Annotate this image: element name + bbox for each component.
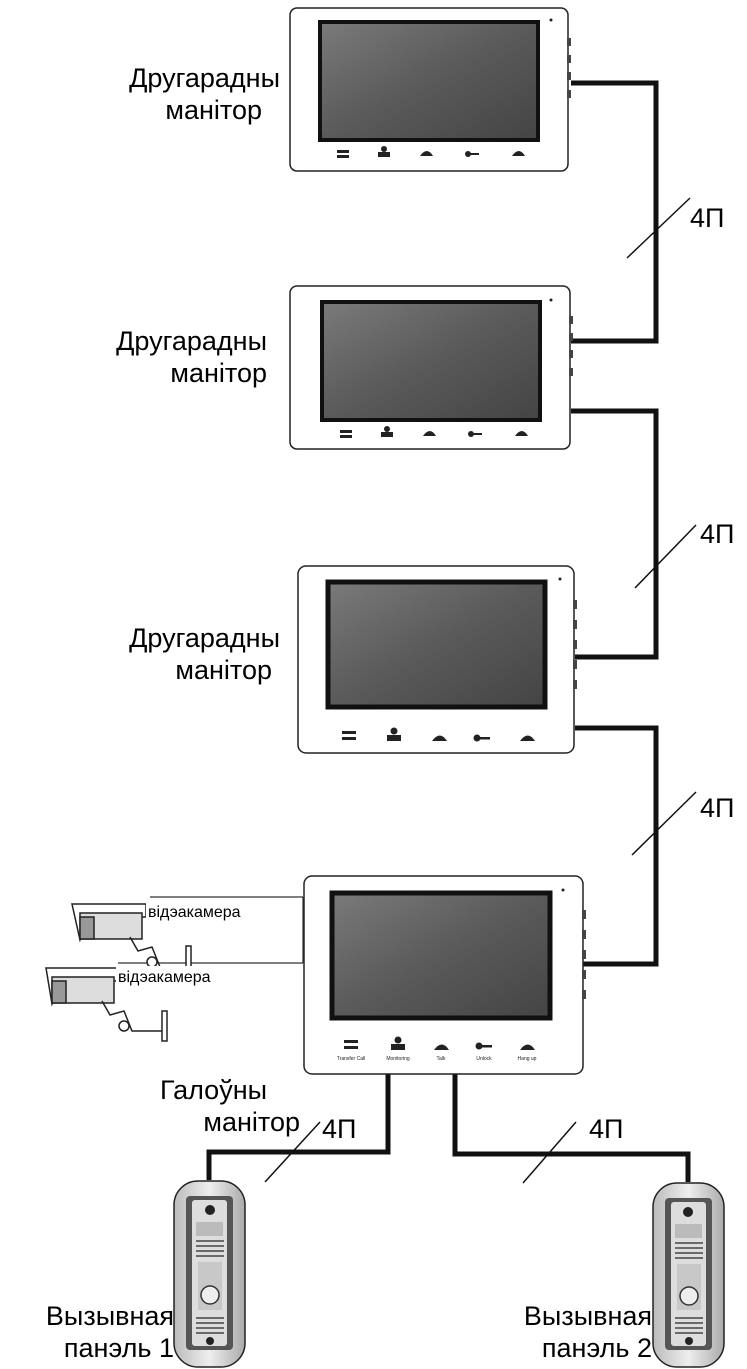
camera-2 <box>45 967 168 1042</box>
cable-mark-3 <box>631 791 697 856</box>
monitor-1-buttons <box>337 146 525 158</box>
cable-label-3: 4П <box>700 793 735 823</box>
main-monitor-screen <box>329 890 553 1021</box>
monitor-1-side-buttons <box>567 38 571 98</box>
main-monitor-btn-monitoring: Monitoring <box>386 1056 410 1062</box>
monitor-2-led <box>549 298 553 302</box>
camera-2-label: відэакамера <box>116 966 213 990</box>
cable-label-1: 4П <box>690 203 725 233</box>
monitor-1-label: Другарадны манітор <box>60 62 280 126</box>
cable-marks <box>264 197 697 1184</box>
main-monitor-btn-transfer: Transfer Call <box>337 1056 365 1062</box>
cable-mark-4 <box>264 1121 321 1183</box>
monitor-1-label-line1: Другарадны <box>129 63 280 93</box>
monitor-3 <box>297 565 577 754</box>
panel-2-label-line1: Вызывная <box>523 1301 652 1331</box>
cables <box>206 80 691 1182</box>
monitor-3-label-line1: Другарадны <box>129 623 280 653</box>
monitor-1-led <box>549 18 553 22</box>
cable-2-3 <box>571 408 659 660</box>
main-monitor-label: Галоўны манітор <box>150 1074 300 1138</box>
main-monitor-btn-unlock: Unlock <box>476 1056 492 1062</box>
cable-1-2 <box>571 80 659 344</box>
main-monitor-btn-talk: Talk <box>437 1056 446 1062</box>
monitor-2-label-line2: манітор <box>170 358 267 388</box>
monitor-1-label-line2: манітор <box>165 95 262 125</box>
panel-2-lens <box>683 1207 693 1217</box>
monitor-1 <box>289 7 571 172</box>
panel-1-label-line2: панэль 1 <box>63 1333 174 1363</box>
main-monitor: Transfer Call Monitoring Talk Unlock Han… <box>303 875 586 1075</box>
panel-1-call-button <box>200 1285 220 1305</box>
camera-2-mount <box>101 1000 164 1032</box>
panel-2-label: Вызывная панэль 2 <box>474 1300 652 1364</box>
main-monitor-label-line2: манітор <box>203 1107 300 1137</box>
monitor-2-side-buttons <box>569 316 573 376</box>
camera-1-label: відэакамера <box>146 901 243 925</box>
panel-1-label: Вызывная панэль 1 <box>0 1300 174 1364</box>
cable-3-main <box>575 725 659 967</box>
main-monitor-buttons <box>344 1036 535 1050</box>
call-panel-1 <box>173 1180 246 1368</box>
cable-main-panel2 <box>452 1074 691 1182</box>
monitor-3-buttons <box>342 727 535 742</box>
cable-mark-2 <box>634 524 697 589</box>
cable-mark-1 <box>626 197 691 259</box>
cable-main-panel1 <box>206 1074 391 1180</box>
monitor-2-label-line1: Другарадны <box>116 326 267 356</box>
monitor-1-screen <box>318 20 540 142</box>
call-panel-2 <box>652 1182 725 1368</box>
panel-1-lens <box>205 1205 215 1215</box>
cable-label-2: 4П <box>700 519 735 549</box>
cable-label-4: 4П <box>322 1114 357 1144</box>
monitor-2-screen <box>320 300 542 422</box>
cable-mark-5 <box>522 1121 577 1184</box>
monitor-2 <box>289 285 573 450</box>
main-monitor-btn-hangup: Hang up <box>518 1056 537 1062</box>
panel-2-call-button <box>679 1286 699 1306</box>
monitor-3-label: Другарадны манітор <box>60 622 280 686</box>
camera-1 <box>71 903 192 977</box>
main-monitor-label-line1: Галоўны <box>160 1075 268 1105</box>
monitor-3-screen <box>325 579 548 710</box>
cable-label-5: 4П <box>589 1114 624 1144</box>
monitor-2-label: Другарадны манітор <box>47 325 267 389</box>
monitor-3-side-buttons <box>573 600 577 689</box>
monitor-3-led <box>558 577 562 581</box>
monitor-2-buttons <box>340 426 528 438</box>
main-monitor-side-buttons <box>582 910 586 999</box>
panel-2-label-line2: панэль 2 <box>541 1333 652 1363</box>
monitor-3-label-line2: манітор <box>175 655 272 685</box>
main-monitor-led <box>561 888 565 892</box>
panel-1-label-line1: Вызывная <box>45 1301 174 1331</box>
